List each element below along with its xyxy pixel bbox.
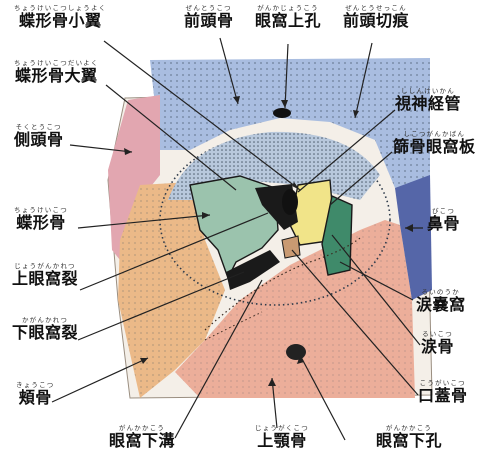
lacrimal-region [321,195,353,276]
label-sphenoid-greater-wing: ちょうけいこつだいよく 蝶形骨大翼 [14,59,99,85]
label-maxilla: じょうがくこつ 上顎骨 [255,424,309,450]
optic-canal-hole [282,189,298,215]
infraorbital-foramen [286,344,306,360]
supraorbital-foramen [273,108,291,118]
leader-lines [51,37,423,441]
label-inferior-orbital-fissure: かがんかれつ 下眼窩裂 [12,316,79,342]
label-nasal-bone: びこつ 鼻骨 [427,207,461,233]
label-supraorbital-foramen: がんかじょうこう 眼窩上孔 [255,4,322,30]
label-infraorbital-groove: がんかかこう 眼窩下溝 [109,424,176,450]
label-optic-canal: ししんけいかん 視神経管 [395,87,462,113]
label-frontal-notch: ぜんとうせっこん 前頭切痕 [343,4,410,30]
label-sphenoid-lesser-wing: ちょうけいこつしょうよく 蝶形骨小翼 [14,4,107,30]
label-superior-orbital-fissure: じょうがんかれつ 上眼窩裂 [12,262,79,288]
label-infraorbital-foramen: がんかかこう 眼窩下孔 [376,424,443,450]
frontal-bone-dots [150,58,430,188]
label-temporal-bone: そくとうこつ 側頭骨 [14,123,64,149]
label-palatine-bone: こうがいこつ 口蓋骨 [418,379,468,405]
palatine-region [281,235,301,259]
label-sphenoid-bone: ちょうけいこつ 蝶形骨 [14,206,68,232]
inferior-orbital-fissure [226,250,280,290]
label-ethmoid-orbital-plate: しこつがんかばん 篩骨眼窩板 [393,130,476,156]
label-zygomatic-bone: きょうこつ 頬骨 [16,381,55,407]
label-frontal-bone: ぜんとうこつ 前頭骨 [184,4,234,30]
nasal-bone-region [395,175,432,300]
temporal-bone-region [108,95,160,260]
label-lacrimal-bone: るいこつ 涙骨 [421,330,455,356]
leader-arrows [124,96,413,386]
label-lacrimal-fossa: るいのうか 涙嚢窩 [416,288,466,314]
